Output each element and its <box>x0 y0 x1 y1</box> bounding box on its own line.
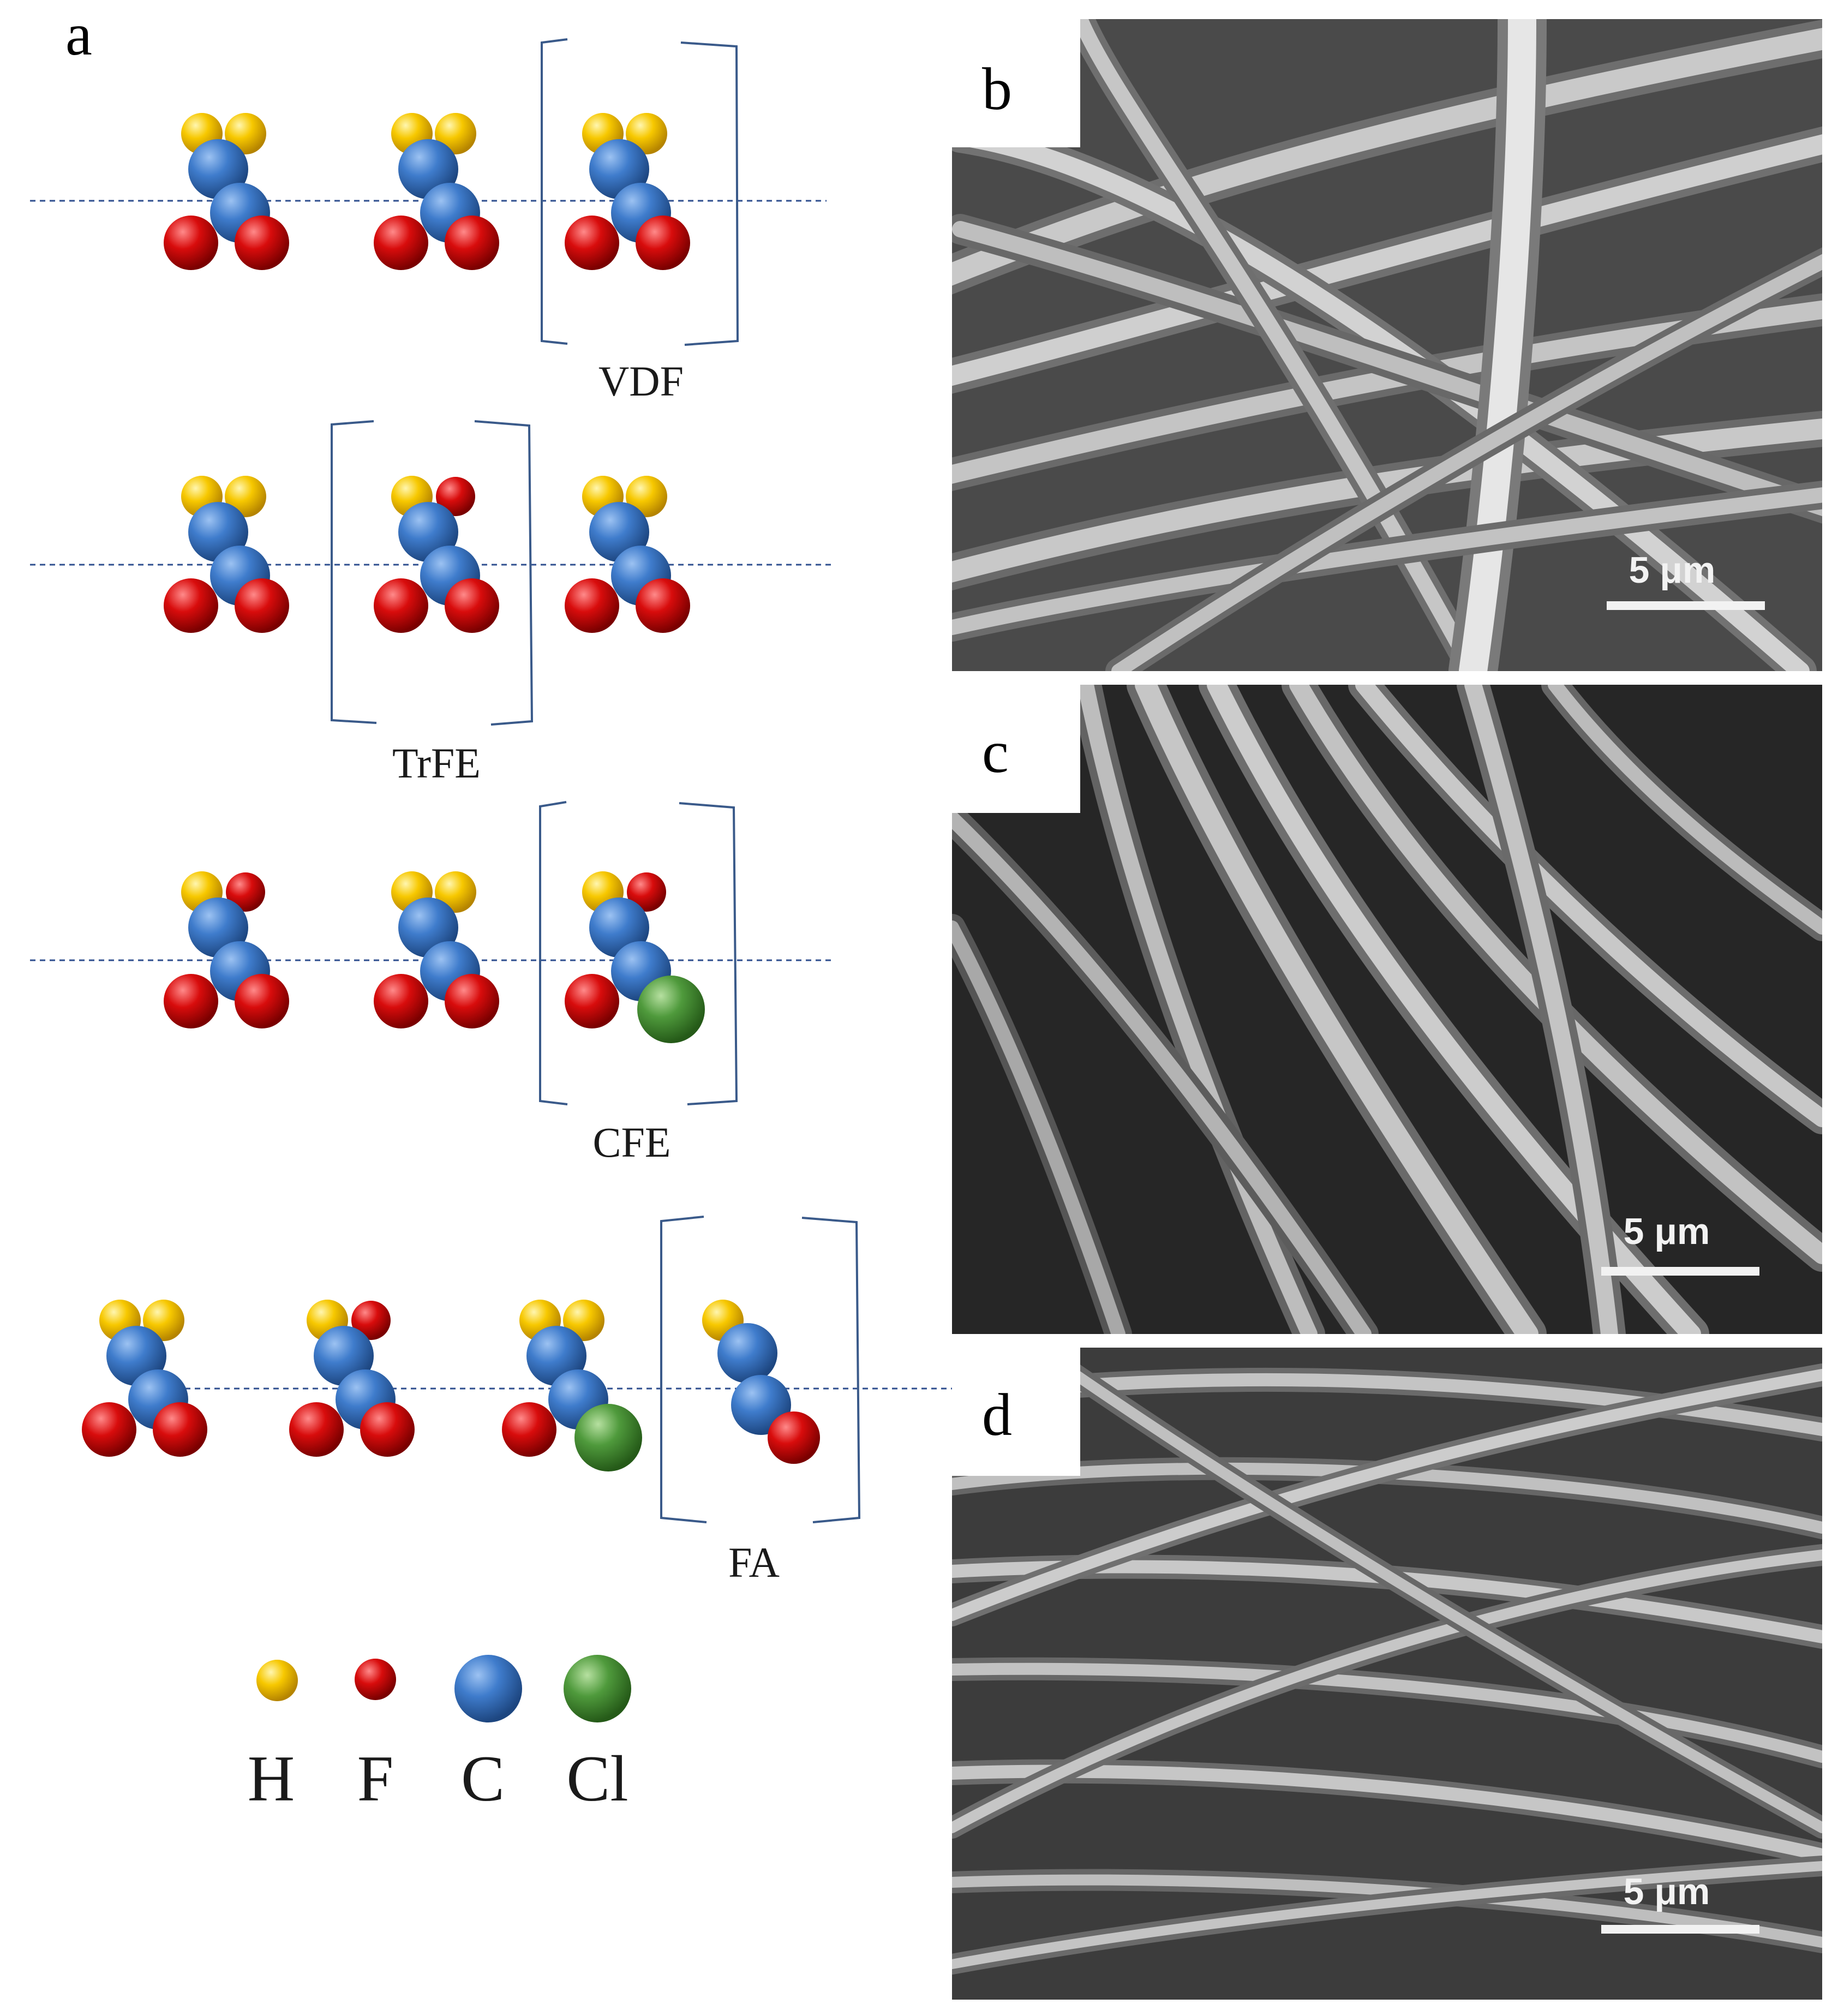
scale-bar-b <box>1607 601 1765 610</box>
scale-bar-c <box>1601 1267 1759 1276</box>
unit-label-cfe: CFE <box>592 1118 670 1166</box>
unit-label-vdf: VDF <box>598 357 684 405</box>
panel-label-a: a <box>65 1 92 68</box>
bracket-left <box>660 1216 707 1523</box>
panel-label-box-d <box>952 1348 1080 1476</box>
monomer-unit <box>374 113 499 270</box>
scale-bar-d <box>1601 1925 1759 1934</box>
carbon-swatch <box>454 1655 522 1722</box>
fluorine-swatch <box>355 1659 396 1700</box>
bracket-left <box>331 420 377 724</box>
bracket-right <box>474 420 534 726</box>
row-cfe: CFE <box>30 801 832 1166</box>
scale-bar-label-b: 5 μm <box>1629 549 1716 591</box>
scale-bar-label-c: 5 μm <box>1624 1211 1710 1252</box>
monomer-unit <box>374 871 499 1028</box>
legend-label-h: H <box>248 1742 295 1815</box>
monomer-unit <box>702 1300 820 1464</box>
hydrogen-swatch <box>256 1660 298 1701</box>
monomer-unit <box>164 113 289 270</box>
fiber-network-b <box>952 19 1822 671</box>
monomer-unit <box>565 871 705 1043</box>
chlorine-swatch <box>564 1655 631 1722</box>
monomer-unit <box>82 1300 207 1457</box>
panel-label-box-c <box>952 685 1080 813</box>
panel-label-d: d <box>982 1381 1012 1448</box>
fiber-network-d <box>952 1348 1822 1975</box>
bracket-right <box>680 41 739 346</box>
legend-label-c: C <box>461 1742 505 1815</box>
monomer-unit <box>502 1300 642 1471</box>
row-fa: FA <box>82 1216 952 1586</box>
bracket-left <box>541 38 568 345</box>
panel-a: a VDF TrFE CF <box>30 1 952 1815</box>
row-trfe: TrFE <box>30 420 835 787</box>
scale-bar-label-d: 5 μm <box>1624 1871 1710 1912</box>
panel-d: d 5 μm <box>952 1348 1822 2000</box>
monomer-unit <box>374 476 499 633</box>
unit-label-trfe: TrFE <box>392 739 481 787</box>
panel-label-b: b <box>982 56 1012 122</box>
monomer-unit <box>289 1300 415 1457</box>
bracket-left <box>539 801 568 1105</box>
monomer-unit <box>565 476 690 633</box>
monomer-unit <box>164 871 289 1028</box>
legend-label-cl: Cl <box>566 1742 628 1815</box>
panel-label-c: c <box>982 719 1009 785</box>
unit-label-fa: FA <box>728 1539 780 1586</box>
panel-b: b 5 μm <box>952 19 1822 671</box>
bracket-right <box>801 1217 861 1523</box>
panel-c: c 5 μm <box>952 685 1822 1334</box>
fiber-network-c <box>952 685 1822 1334</box>
panel-label-box-b <box>952 19 1080 147</box>
atom-legend: H F C Cl <box>248 1655 631 1815</box>
bracket-right <box>679 802 738 1105</box>
monomer-unit <box>565 113 690 270</box>
monomer-unit <box>164 476 289 633</box>
row-vdf: VDF <box>30 38 827 405</box>
legend-label-f: F <box>357 1742 394 1815</box>
